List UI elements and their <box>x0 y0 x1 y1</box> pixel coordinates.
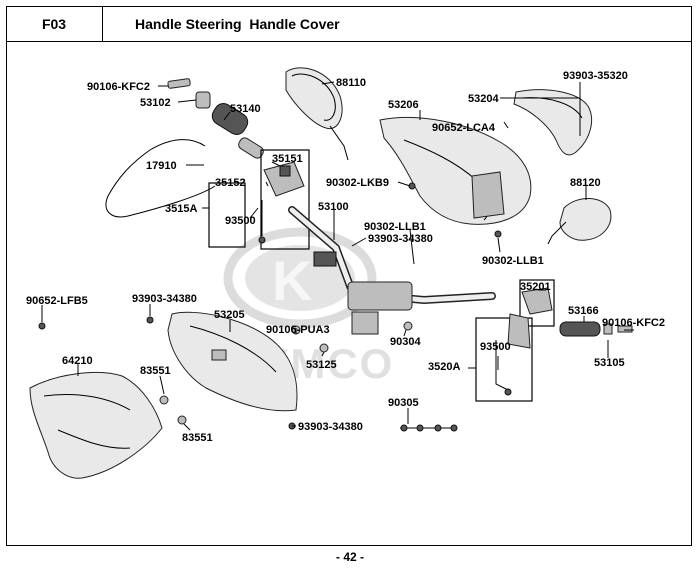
label-93903-34380-top: 93903-34380 <box>368 233 433 245</box>
label-93903-34380-mid: 93903-34380 <box>132 293 197 305</box>
diagram-title: Handle Steering Handle Cover <box>103 6 692 42</box>
right-grip <box>559 321 633 337</box>
label-17910: 17910 <box>146 160 177 172</box>
label-3515a: 3515A <box>165 203 197 215</box>
label-93903-35320: 93903-35320 <box>563 70 628 82</box>
label-90106-kfc2-right: 90106-KFC2 <box>602 317 665 329</box>
windscreen <box>29 371 163 479</box>
label-93903-34380-bot: 93903-34380 <box>298 421 363 433</box>
handle-bar <box>288 206 496 335</box>
label-35201: 35201 <box>520 281 551 293</box>
label-3520a: 3520A <box>428 361 460 373</box>
part-labels: 90106-KFC2 53102 53140 88110 93903-35320… <box>26 70 665 444</box>
handle-cover-rear <box>379 117 532 225</box>
label-88110: 88110 <box>336 77 366 89</box>
left-switch <box>258 161 305 244</box>
label-90106-pua3: 90106-PUA3 <box>266 324 330 336</box>
label-90106-kfc2-top: 90106-KFC2 <box>87 81 150 93</box>
assy-3515a-box <box>260 149 310 250</box>
assy-3520a-box <box>475 317 533 402</box>
label-53166: 53166 <box>568 305 599 317</box>
right-mirror <box>547 198 612 245</box>
svg-text:K: K <box>272 249 312 312</box>
assy-3515a-bracket <box>208 182 246 248</box>
label-53102: 53102 <box>140 97 171 109</box>
page-number: - 42 - <box>335 550 364 564</box>
right-switch <box>495 287 553 396</box>
label-90652-lca4: 90652-LCA4 <box>432 122 496 134</box>
label-64210: 64210 <box>62 355 93 367</box>
label-53204: 53204 <box>468 93 499 105</box>
leader-lines <box>41 81 634 431</box>
diagram-frame <box>6 6 692 546</box>
label-90302-lkb9: 90302-LKB9 <box>326 177 389 189</box>
left-grip-parts <box>167 78 264 159</box>
label-90652-lfb5: 90652-LFB5 <box>26 295 88 307</box>
label-90302-llb1-a: 90302-LLB1 <box>364 221 426 233</box>
label-53105: 53105 <box>594 357 625 369</box>
label-93500-left: 93500 <box>225 215 256 227</box>
section-code: F03 <box>6 6 103 42</box>
label-53100: 53100 <box>318 201 349 213</box>
label-90304: 90304 <box>390 336 421 348</box>
label-88120: 88120 <box>570 177 601 189</box>
handle-cover-front <box>167 311 298 412</box>
label-53206: 53206 <box>388 99 419 111</box>
label-53125: 53125 <box>306 359 337 371</box>
label-93500-right: 93500 <box>480 341 511 353</box>
label-53140: 53140 <box>230 103 261 115</box>
label-90305: 90305 <box>388 397 419 409</box>
assy-3520a-switch-box <box>519 279 555 327</box>
label-53205: 53205 <box>214 309 245 321</box>
label-35151: 35151 <box>272 153 303 165</box>
fasteners <box>38 182 502 432</box>
label-90302-llb1-b: 90302-LLB1 <box>482 255 544 267</box>
label-35152: 35152 <box>215 177 246 189</box>
label-83551-b: 83551 <box>182 432 213 444</box>
label-83551-a: 83551 <box>140 365 171 377</box>
throttle-cable <box>105 139 216 218</box>
